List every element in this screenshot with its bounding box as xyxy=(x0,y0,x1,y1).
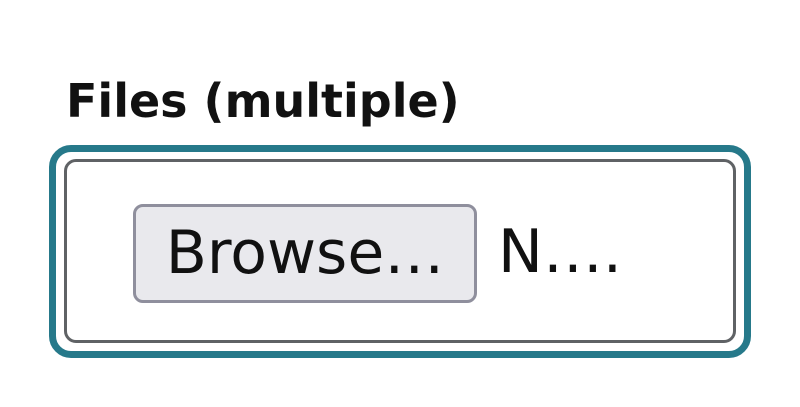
focus-ring xyxy=(49,145,751,358)
selected-files-status: N…. xyxy=(498,217,622,287)
files-field-label: Files (multiple) xyxy=(66,74,460,128)
browse-button[interactable]: Browse… xyxy=(133,204,477,303)
